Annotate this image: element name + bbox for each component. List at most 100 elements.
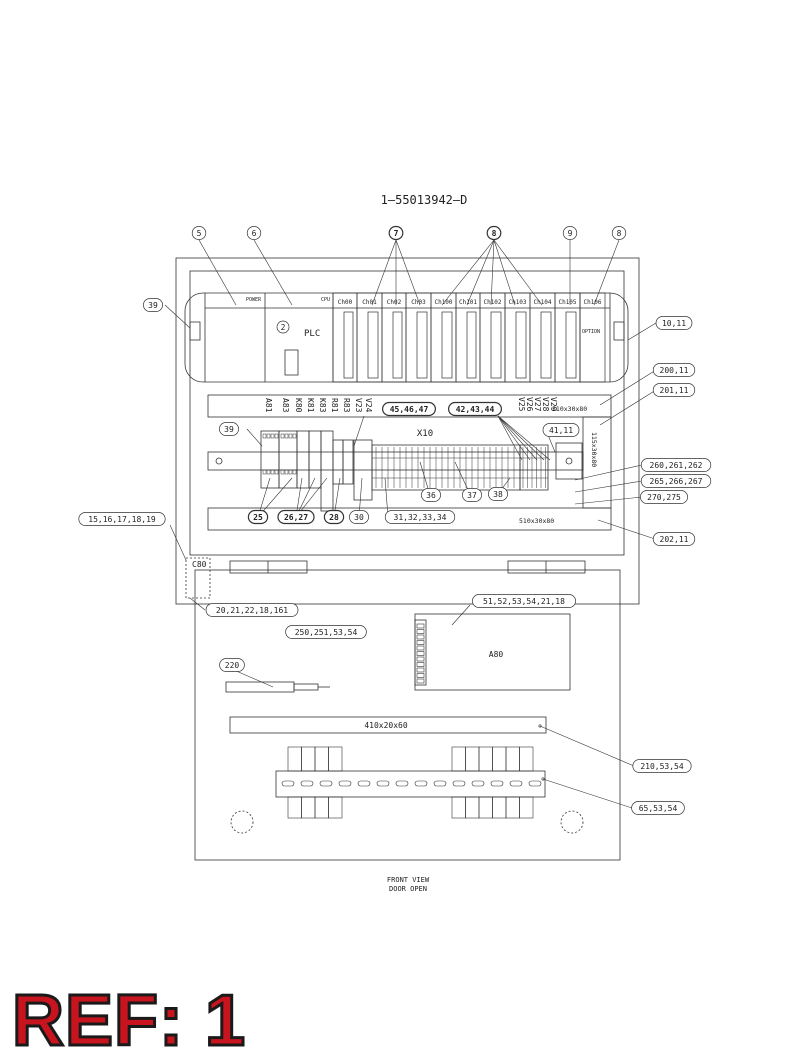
duct-bottom	[207, 507, 612, 531]
door-terminal-parts	[281, 623, 545, 819]
door-duct-label: 410x20x60	[364, 721, 408, 730]
callout-text: 28	[329, 513, 339, 522]
channel-label: Ch00	[338, 299, 353, 306]
channel-label: Ch104	[533, 299, 551, 306]
din-rail	[207, 451, 584, 471]
callout-text: 39	[224, 425, 234, 434]
breaker-4	[308, 430, 322, 489]
callout-text: 9	[568, 229, 573, 238]
callout-text: 51,52,53,54,21,18	[483, 597, 565, 606]
callout-bubble	[611, 226, 627, 240]
channel-label: Ch03	[411, 299, 426, 306]
callout-bubble	[542, 423, 580, 437]
door-outline	[194, 569, 621, 861]
breaker-5	[320, 430, 334, 512]
callout-text: 6	[252, 229, 257, 238]
mounting-plate	[189, 270, 625, 556]
terminal-strips	[262, 433, 548, 488]
callout-bubble	[285, 625, 367, 639]
callout-text: 250,251,53,54	[295, 628, 358, 637]
callout-text: 25	[253, 513, 263, 522]
callout-text: 200,11	[660, 366, 689, 375]
hinge-right	[507, 560, 586, 574]
callout-bubble	[388, 225, 404, 241]
wire-label: A83	[281, 398, 290, 413]
callout-bubble	[448, 401, 503, 417]
callout-bubble	[652, 363, 696, 377]
cabinet-outline	[175, 257, 640, 605]
wire-label: A81	[264, 398, 273, 413]
callout-bubble	[652, 383, 696, 397]
callout-text: 30	[354, 513, 364, 522]
callout-text: 39	[148, 301, 158, 310]
door-din-rail	[275, 770, 546, 798]
callout-bubble	[205, 603, 299, 617]
callout-text: 36	[426, 491, 436, 500]
plc-number: 2	[281, 323, 286, 332]
callout-bubble	[143, 298, 163, 312]
component-220	[225, 681, 295, 693]
callout-bubble	[382, 401, 437, 417]
callout-bubble	[219, 422, 239, 436]
callout-bubble	[486, 225, 502, 241]
door-duct	[229, 716, 547, 734]
callout-bubble	[277, 509, 315, 525]
callout-bubble	[349, 510, 369, 524]
callout-bubble	[640, 458, 712, 472]
callout-bubble	[219, 658, 245, 672]
wire-label: V25	[517, 397, 526, 412]
wire-label: R81	[330, 398, 339, 413]
callout-bubble	[640, 474, 712, 488]
callout-bubble	[631, 801, 685, 815]
callout-bubble	[384, 510, 456, 524]
channel-label: Ch106	[583, 299, 601, 306]
wire-label: R83	[342, 398, 351, 413]
callout-text: 8	[492, 229, 497, 238]
callout-bubble	[78, 512, 166, 526]
callout-bubble	[191, 226, 207, 240]
callout-text: 202,11	[660, 535, 689, 544]
duct-side-label: 115x30x80	[590, 432, 598, 467]
callout-text: 8	[617, 229, 622, 238]
callout-text: 31,32,33,34	[394, 513, 447, 522]
plc-option-label: OPTION	[582, 329, 600, 335]
wire-label: V28	[541, 397, 550, 412]
callout-bubble	[323, 509, 345, 525]
channel-label: Ch105	[558, 299, 576, 306]
wire-label: V27	[533, 397, 542, 412]
callout-text: 37	[467, 491, 477, 500]
callout-text: 42,43,44	[456, 405, 495, 414]
wire-label: V26	[525, 397, 534, 412]
wire-label: K83	[318, 398, 327, 413]
callout-text: 7	[394, 229, 399, 238]
a80-label: A80	[489, 650, 504, 659]
callout-text: 260,261,262	[650, 461, 703, 470]
channel-label: Ch02	[387, 299, 402, 306]
plc-label: PLC	[304, 329, 320, 339]
channel-label: Ch102	[483, 299, 501, 306]
callout-bubble	[655, 316, 693, 330]
channel-label: Ch01	[362, 299, 377, 306]
callout-text: 20,21,22,18,161	[216, 606, 288, 615]
duct-top-label: 510x30x80	[552, 405, 587, 413]
callout-bubble	[462, 488, 482, 502]
drawing-number: 1—55013942—D	[381, 193, 468, 207]
callout-bubble	[472, 594, 576, 608]
callout-bubble	[246, 226, 262, 240]
callout-text: 65,53,54	[639, 804, 678, 813]
x10-label: X10	[417, 429, 433, 439]
duct-top	[207, 394, 612, 418]
callout-text: 10,11	[662, 319, 686, 328]
callout-bubble	[632, 759, 692, 773]
callout-bubble	[562, 226, 578, 240]
hinge-left	[229, 560, 308, 574]
duct-bottom-label: 510x30x80	[519, 517, 554, 525]
plc-frame	[184, 292, 629, 383]
wire-label: K80	[294, 398, 303, 413]
plc-power-label: POWER	[246, 297, 262, 303]
channel-label: Ch103	[508, 299, 526, 306]
